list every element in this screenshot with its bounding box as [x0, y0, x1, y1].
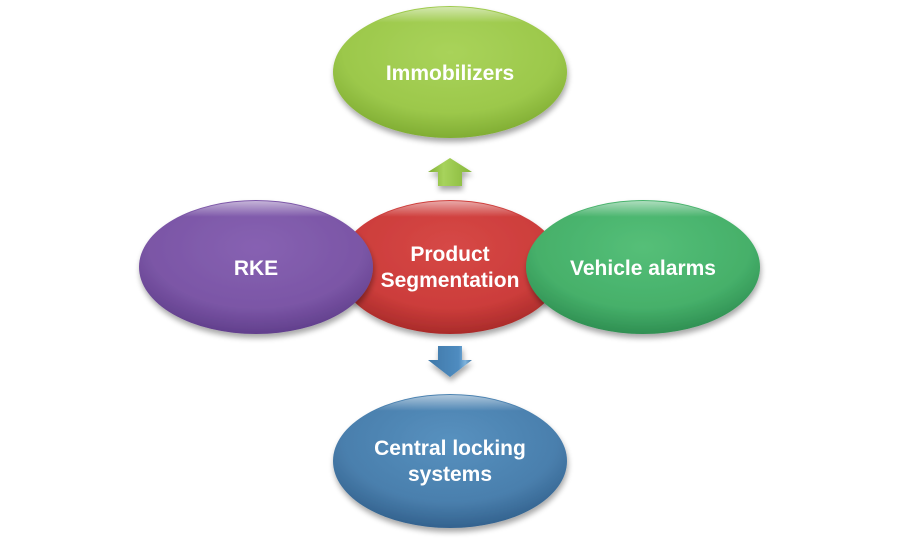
node-product-segmentation-label-line1: Product [410, 243, 489, 266]
node-central-locking-label-line2: systems [408, 463, 492, 486]
node-rke-label: RKE [234, 257, 278, 280]
arrow-up-icon [428, 158, 472, 186]
node-rke: RKE [139, 200, 373, 334]
node-product-segmentation-label-line2: Segmentation [381, 269, 520, 292]
node-immobilizers-label: Immobilizers [386, 62, 514, 85]
arrow-down-icon [428, 346, 472, 377]
node-vehicle-alarms-label: Vehicle alarms [570, 257, 716, 280]
node-product-segmentation [338, 200, 562, 334]
node-central-locking-label-line1: Central locking [374, 437, 526, 460]
node-central-locking: Central locking systems [333, 394, 567, 528]
node-immobilizers: Immobilizers [333, 6, 567, 138]
node-vehicle-alarms: Vehicle alarms [526, 200, 760, 334]
